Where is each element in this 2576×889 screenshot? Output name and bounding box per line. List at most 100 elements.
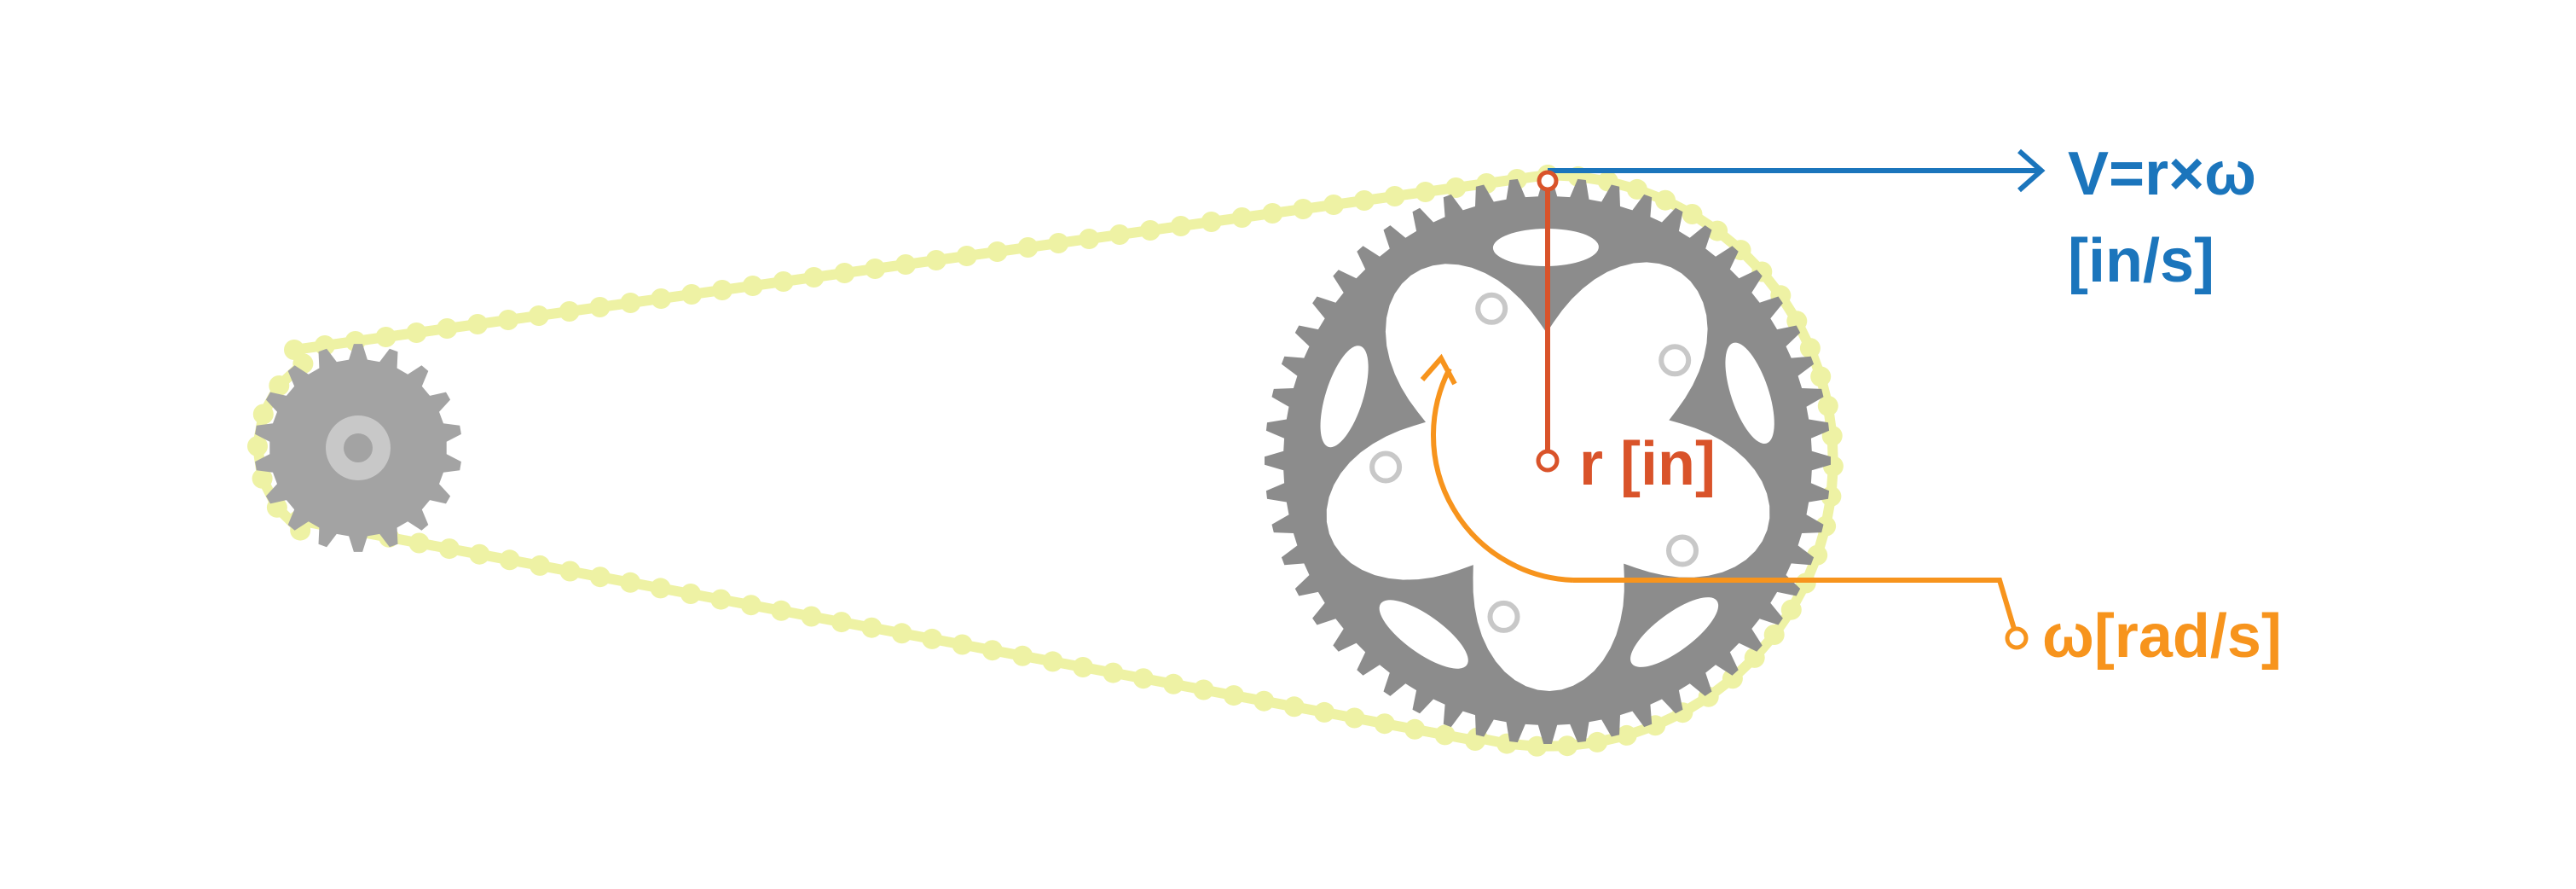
chain-link bbox=[681, 284, 703, 305]
chain-link bbox=[252, 468, 273, 489]
chain-link bbox=[406, 322, 427, 343]
chain-link bbox=[528, 305, 549, 326]
chain-link bbox=[1780, 599, 1802, 620]
chain-link bbox=[1231, 207, 1253, 228]
chain-link bbox=[956, 246, 977, 266]
small-sprocket-axle bbox=[344, 433, 373, 462]
chain-link bbox=[981, 640, 1003, 661]
chain-link bbox=[742, 276, 763, 296]
chain-link bbox=[891, 623, 912, 644]
chain-link bbox=[1707, 220, 1728, 241]
velocity-arrow-head bbox=[2017, 148, 2046, 193]
small-sprocket bbox=[255, 344, 461, 552]
chain-link bbox=[1103, 662, 1124, 683]
chain-link bbox=[1048, 233, 1069, 253]
chain-link bbox=[530, 555, 551, 576]
chain-link bbox=[467, 314, 489, 334]
chainring-bolt-hole bbox=[1369, 450, 1403, 484]
chain-link bbox=[895, 254, 917, 275]
chain-link bbox=[952, 634, 973, 655]
chain-link bbox=[1434, 724, 1456, 746]
chain-link bbox=[1626, 178, 1647, 200]
chain-link bbox=[1012, 645, 1033, 666]
chainring-slot bbox=[1320, 346, 1369, 448]
angular-velocity-arrowhead bbox=[1420, 353, 1457, 386]
chain-link bbox=[1139, 220, 1161, 241]
chain-link bbox=[680, 584, 701, 604]
chain-link bbox=[1132, 668, 1154, 689]
chain-link bbox=[559, 301, 580, 322]
radius-indicator bbox=[1536, 170, 1560, 473]
chain-link bbox=[925, 250, 946, 270]
chain-link bbox=[1253, 690, 1275, 712]
chain-link bbox=[1017, 237, 1039, 258]
chain-link bbox=[1353, 190, 1375, 211]
angular-velocity-leader bbox=[1573, 578, 2017, 630]
chain-link bbox=[1786, 311, 1808, 332]
chain-link bbox=[740, 595, 761, 616]
chain-link bbox=[1193, 679, 1214, 700]
chain-link bbox=[1655, 189, 1676, 211]
chain-link bbox=[861, 617, 883, 638]
chain-link bbox=[1042, 651, 1063, 672]
chain-link bbox=[620, 572, 641, 593]
radius-center-marker bbox=[1536, 449, 1560, 473]
chain-link bbox=[710, 589, 732, 610]
chain-link bbox=[987, 241, 1008, 262]
chain-link bbox=[1616, 724, 1637, 746]
chain-link bbox=[1223, 685, 1244, 706]
chain-link bbox=[375, 327, 397, 347]
chain-link bbox=[408, 532, 430, 554]
velocity-unit-label: [in/s] bbox=[2068, 227, 2214, 295]
chain-link bbox=[1445, 177, 1467, 198]
chain-link bbox=[1201, 212, 1222, 232]
chain-link bbox=[712, 280, 732, 300]
chainring-bolt-hole bbox=[1658, 344, 1692, 377]
chain-link bbox=[498, 310, 518, 330]
chain-link bbox=[1817, 395, 1838, 416]
chain-link bbox=[269, 375, 290, 396]
chain-link bbox=[1384, 186, 1405, 206]
angular-velocity-label: ω[rad/s] bbox=[2042, 602, 2282, 671]
chain-link bbox=[1170, 216, 1191, 236]
chain-link bbox=[1109, 224, 1130, 245]
chain-link bbox=[1682, 204, 1703, 224]
chain-link bbox=[589, 297, 611, 317]
chain-link bbox=[801, 606, 822, 627]
chain-link bbox=[589, 567, 611, 588]
velocity-label: V=r×ω bbox=[2068, 140, 2256, 208]
chainring-bolt-hole bbox=[1475, 292, 1508, 325]
chain-link bbox=[1344, 707, 1365, 729]
chain-link bbox=[469, 543, 490, 565]
chain-link bbox=[499, 549, 520, 571]
chain-link bbox=[803, 267, 825, 288]
chain-link bbox=[650, 578, 671, 599]
chain-link bbox=[865, 259, 886, 279]
chainring-slot bbox=[1630, 597, 1719, 667]
chain-link bbox=[1810, 366, 1832, 387]
chain-link bbox=[438, 538, 460, 560]
chain-link bbox=[1314, 701, 1335, 723]
chain-link bbox=[252, 404, 274, 425]
chain-link bbox=[1415, 182, 1436, 202]
chain-link bbox=[773, 271, 794, 292]
angular-velocity-indicator bbox=[1420, 353, 2029, 650]
angular-velocity-arc bbox=[1431, 367, 1574, 583]
chainring-slot bbox=[1725, 342, 1774, 444]
chain-link bbox=[1744, 647, 1765, 668]
chain-link bbox=[1799, 338, 1821, 359]
chain-link bbox=[1293, 199, 1314, 219]
radius-label: r [in] bbox=[1579, 430, 1716, 498]
chain-link bbox=[559, 561, 581, 582]
chain-link bbox=[1079, 229, 1100, 249]
chain-link bbox=[831, 612, 852, 633]
chainring-slot bbox=[1379, 600, 1468, 669]
velocity-arrow bbox=[1548, 148, 2046, 193]
chain-link bbox=[834, 263, 855, 283]
angular-leader-marker bbox=[2005, 626, 2029, 650]
chain-link bbox=[1526, 735, 1548, 757]
chain-link bbox=[922, 628, 943, 649]
chain-link bbox=[1323, 195, 1344, 215]
chainring-bolt-hole bbox=[1666, 534, 1699, 567]
